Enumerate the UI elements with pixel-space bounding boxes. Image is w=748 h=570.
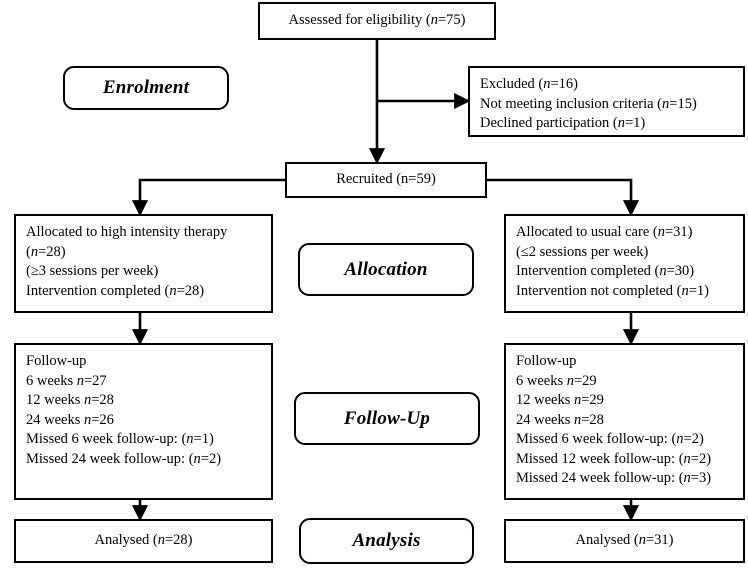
followup-right-line-3: 12 weeks n=29 <box>516 392 604 408</box>
node-followup-right: Follow-up 6 weeks n=29 12 weeks n=29 24 … <box>504 343 745 500</box>
followup-right-line-2: 6 weeks n=29 <box>516 372 597 389</box>
allocated-left-line-2: (n=28) <box>26 243 66 260</box>
edge-recruited-to-allocated-left <box>131 178 285 217</box>
allocated-right-line-1: Allocated to usual care (n=31) <box>516 224 693 240</box>
excluded-line-2: Not meeting inclusion criteria (n=15) <box>480 95 697 112</box>
stage-label-analysis: Analysis <box>299 518 474 564</box>
allocated-left-line-4: Intervention completed (n=28) <box>26 282 205 299</box>
allocated-left-line-1: Allocated to high intensity therapy <box>26 224 228 240</box>
followup-right-line-6: Missed 12 week follow-up: (n=2) <box>516 450 712 467</box>
stage-label-enrolment: Enrolment <box>63 66 229 110</box>
stage-analysis-text: Analysis <box>352 530 421 551</box>
node-recruited: Recruited (n=59) <box>285 162 487 198</box>
node-assessed-for-eligibility: Assessed for eligibility (n=75) <box>258 2 496 40</box>
node-followup-left: Follow-up 6 weeks n=27 12 weeks n=28 24 … <box>14 343 273 500</box>
followup-left-line-5: Missed 6 week follow-up: (n=1) <box>26 431 214 447</box>
followup-left-line-6: Missed 24 week follow-up: (n=2) <box>26 450 222 467</box>
allocated-right-line-4: Intervention not completed (n=1) <box>516 282 710 299</box>
node-allocated-usual-care: Allocated to usual care (n=31) (≤2 sessi… <box>504 214 745 313</box>
stage-label-allocation: Allocation <box>298 243 474 296</box>
allocated-right-line-3: Intervention completed (n=30) <box>516 263 695 279</box>
followup-right-line-5: Missed 6 week follow-up: (n=2) <box>516 431 704 447</box>
followup-right-line-7: Missed 24 week follow-up: (n=3) <box>516 470 712 486</box>
analysed-right-label: Analysed (n=31) <box>575 532 674 549</box>
recruited-label: Recruited (n=59) <box>336 171 436 188</box>
node-allocated-high-intensity: Allocated to high intensity therapy (n=2… <box>14 214 273 313</box>
excluded-line-3: Declined participation (n=1) <box>480 115 646 131</box>
node-analysed-right: Analysed (n=31) <box>504 519 745 563</box>
followup-left-line-4: 24 weeks n=26 <box>26 411 114 428</box>
followup-left-line-2: 6 weeks n=27 <box>26 372 107 389</box>
edge-recruited-to-allocated-right <box>487 178 640 217</box>
followup-left-line-1: Follow-up <box>26 353 87 369</box>
excluded-line-1: Excluded (n=16) <box>480 76 578 92</box>
assessed-label: Assessed for eligibility (n=75) <box>288 12 466 29</box>
analysed-left-label: Analysed (n=28) <box>94 532 193 549</box>
node-excluded: Excluded (n=16) Not meeting inclusion cr… <box>468 66 745 137</box>
allocated-right-line-2: (≤2 sessions per week) <box>516 243 649 260</box>
stage-allocation-text: Allocation <box>344 258 428 280</box>
node-analysed-left: Analysed (n=28) <box>14 519 273 563</box>
stage-enrolment-text: Enrolment <box>102 77 190 98</box>
stage-label-followup: Follow-Up <box>294 392 480 445</box>
followup-right-line-1: Follow-up <box>516 353 577 369</box>
followup-left-line-3: 12 weeks n=28 <box>26 392 114 408</box>
stage-followup-text: Follow-Up <box>343 407 431 429</box>
allocated-left-line-3: (≥3 sessions per week) <box>26 263 159 279</box>
followup-right-line-4: 24 weeks n=28 <box>516 411 604 428</box>
